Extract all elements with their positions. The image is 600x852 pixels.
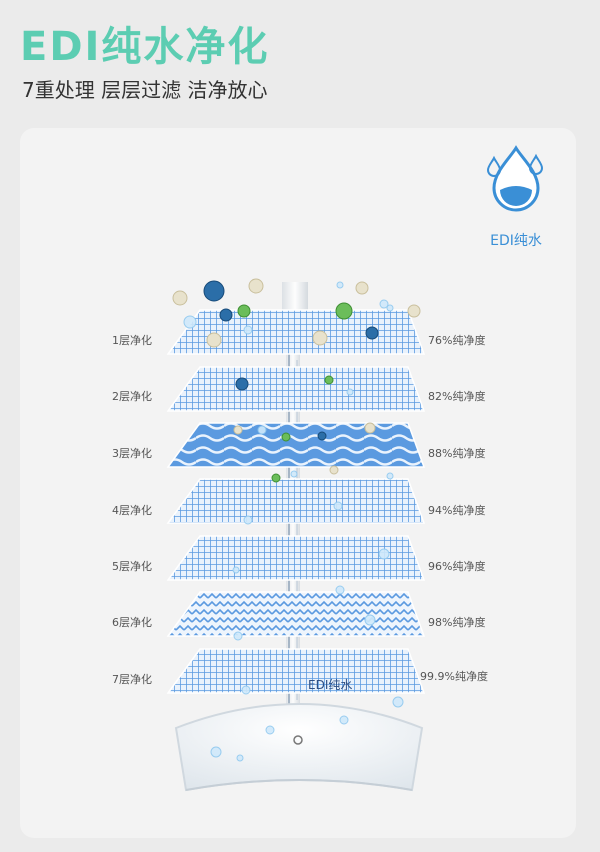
- layer-2-label: 2层净化: [112, 390, 152, 403]
- impurity-particle: [324, 375, 334, 385]
- impurity-particle: [271, 473, 281, 483]
- impurity-particle: [203, 280, 225, 302]
- water-basin: [174, 703, 424, 792]
- layer-6-label: 6层净化: [112, 616, 152, 629]
- layer-1-purity: 76%纯净度: [428, 334, 486, 347]
- water-bubble: [346, 388, 354, 396]
- water-bubble: [236, 754, 244, 762]
- filter-layer-5: [166, 535, 426, 581]
- layer-4-purity: 94%纯净度: [428, 504, 486, 517]
- water-bubble: [364, 614, 376, 626]
- impurity-particle: [235, 377, 249, 391]
- impurity-particle: [172, 290, 188, 306]
- water-bubble: [392, 696, 404, 708]
- page-subtitle: 7重处理 层层过滤 洁净放心: [22, 78, 268, 102]
- impurity-particle: [206, 332, 222, 348]
- layer-7-label: 7层净化: [112, 673, 152, 686]
- edi-water-tag: EDI纯水: [308, 678, 353, 692]
- impurity-particle: [237, 304, 251, 318]
- layer-4-label: 4层净化: [112, 504, 152, 517]
- layer-3-label: 3层净化: [112, 447, 152, 460]
- water-bubble: [232, 566, 240, 574]
- water-bubble: [233, 631, 243, 641]
- water-bubble: [386, 304, 394, 312]
- water-bubble: [257, 425, 267, 435]
- filter-layer-2: [166, 366, 426, 412]
- water-bubble: [290, 470, 298, 478]
- water-bubble: [335, 585, 345, 595]
- layer-7-purity: 99.9%纯净度: [420, 670, 488, 683]
- impurity-particle: [281, 432, 291, 442]
- water-bubble: [243, 325, 253, 335]
- filter-layer-3: [166, 422, 426, 468]
- water-bubble: [333, 501, 343, 511]
- impurity-particle: [364, 422, 376, 434]
- impurity-particle: [219, 308, 233, 322]
- layer-5-purity: 96%纯净度: [428, 560, 486, 573]
- impurity-particle: [407, 304, 421, 318]
- impurity-particle: [248, 278, 264, 294]
- layer-2-purity: 82%纯净度: [428, 390, 486, 403]
- filter-layer-7: [166, 648, 426, 694]
- water-bubble: [379, 299, 389, 309]
- layer-3-purity: 88%纯净度: [428, 447, 486, 460]
- water-bubble: [243, 515, 253, 525]
- impurity-particle: [312, 330, 328, 346]
- filter-layer-4: [166, 478, 426, 524]
- water-bubble: [336, 281, 344, 289]
- water-bubble: [241, 685, 251, 695]
- layer-5-label: 5层净化: [112, 560, 152, 573]
- water-bubble: [183, 315, 197, 329]
- impurity-particle: [335, 302, 353, 320]
- filter-layer-6: [166, 591, 426, 637]
- impurity-particle: [233, 425, 243, 435]
- water-bubble: [378, 548, 390, 560]
- filter-layer-1: [166, 309, 426, 355]
- badge-label: EDI纯水: [490, 233, 542, 249]
- water-bubble: [386, 472, 394, 480]
- layer-6-purity: 98%纯净度: [428, 616, 486, 629]
- impurity-particle: [355, 281, 369, 295]
- water-bubble: [210, 746, 222, 758]
- water-bubble: [339, 715, 349, 725]
- impurity-particle: [329, 465, 339, 475]
- edi-badge: EDI纯水: [480, 148, 552, 250]
- water-bubble: [265, 725, 275, 735]
- impurity-particle: [365, 326, 379, 340]
- layer-1-label: 1层净化: [112, 334, 152, 347]
- water-drop-icon: [486, 145, 544, 212]
- impurity-particle: [317, 431, 327, 441]
- page-title: EDI纯水净化: [20, 24, 270, 70]
